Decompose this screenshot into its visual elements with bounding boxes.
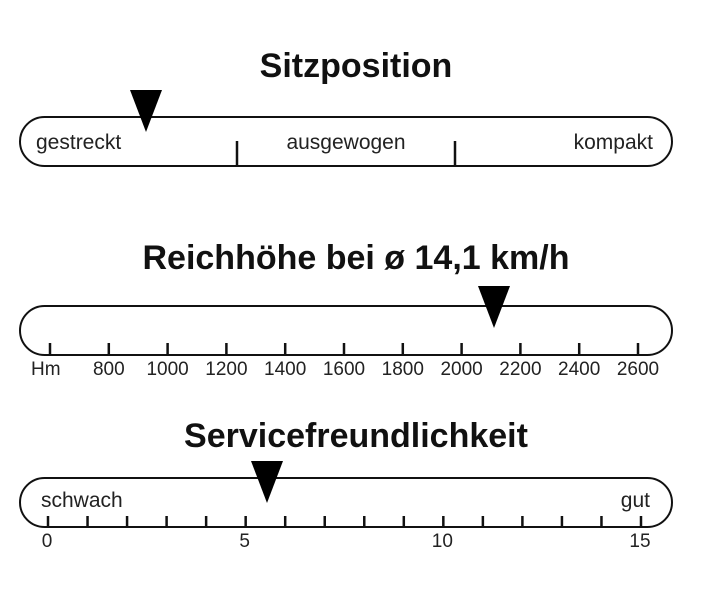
tick-label: 1200 — [205, 359, 247, 380]
gauge-reichhoehe: Hm 800 1000 1200 1400 1600 1800 2000 2200 2400 26… — [19, 286, 673, 380]
tick-label: 1000 — [146, 359, 188, 380]
tick-labels-reichhoehe: 800 1000 1200 1400 1600 1800 2000 2200 2400 2600 — [93, 359, 659, 380]
tick-label: 10 — [432, 531, 453, 552]
tick-marks-servicefreundlichkeit — [46, 516, 643, 527]
gauge-title-sitzposition: Sitzposition — [259, 47, 453, 85]
tick-label: 1600 — [323, 359, 365, 380]
tick-labels-servicefreundlichkeit: 0 5 10 15 — [42, 531, 651, 552]
tick-marks-reichhoehe — [48, 343, 640, 355]
label-gut: gut — [621, 489, 650, 512]
gauge-title-reichhoehe: Reichhöhe bei ø 14,1 km/h — [142, 239, 570, 277]
gauge-sitzposition: gestreckt ausgewogen kompakt — [19, 90, 673, 167]
tick-label: 15 — [629, 531, 650, 552]
gauge-bar-sitzposition — [19, 116, 673, 167]
label-schwach: schwach — [41, 489, 123, 512]
gauge-servicefreundlichkeit: schwach gut 0 5 10 15 — [19, 461, 673, 552]
tick-label: 0 — [42, 531, 53, 552]
tick-label: 2600 — [617, 359, 659, 380]
marker-reichhoehe — [478, 286, 510, 328]
gauge-bar-reichhoehe — [19, 305, 673, 356]
tick-label: 1400 — [264, 359, 306, 380]
gauge-bar-servicefreundlichkeit — [19, 477, 673, 528]
unit-label-hm: Hm — [31, 359, 61, 380]
tick-label: 800 — [93, 359, 125, 380]
label-ausgewogen: ausgewogen — [286, 131, 405, 154]
tick-label: 2000 — [440, 359, 482, 380]
marker-sitzposition — [130, 90, 162, 132]
tick-label: 2200 — [499, 359, 541, 380]
tick-label: 1800 — [382, 359, 424, 380]
tick-label: 5 — [239, 531, 250, 552]
label-gestreckt: gestreckt — [36, 131, 121, 154]
tick-label: 2400 — [558, 359, 600, 380]
label-kompakt: kompakt — [574, 131, 654, 154]
gauge-title-servicefreundlichkeit: Servicefreundlichkeit — [184, 417, 528, 455]
marker-servicefreundlichkeit — [251, 461, 283, 503]
